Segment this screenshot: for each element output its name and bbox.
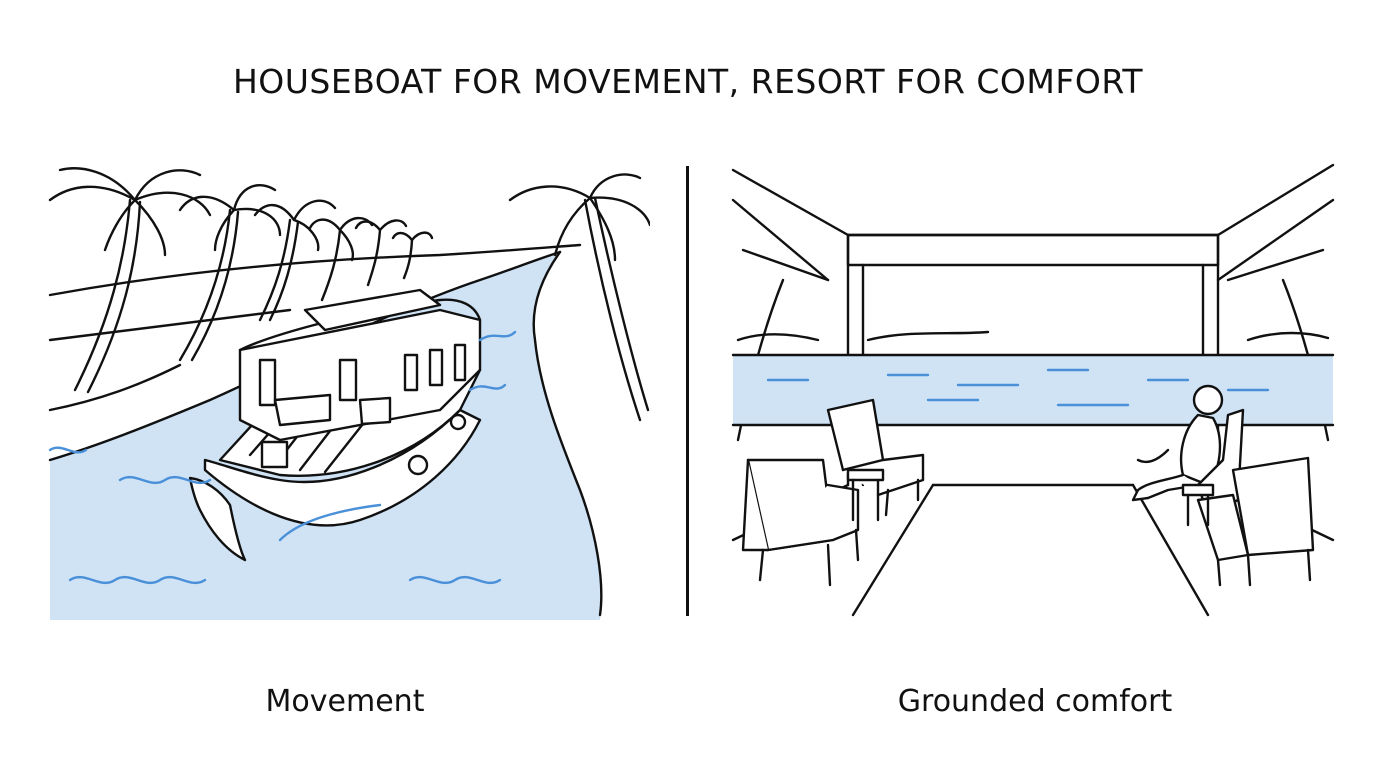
caption-movement: Movement [265, 684, 425, 719]
diagram-title: HOUSEBOAT FOR MOVEMENT, RESORT FOR COMFO… [232, 62, 1144, 101]
caption-grounded-comfort: Grounded comfort [897, 684, 1173, 719]
panel-divider [686, 166, 689, 616]
houseboat-illustration [40, 160, 650, 620]
resort-illustration [728, 160, 1338, 620]
